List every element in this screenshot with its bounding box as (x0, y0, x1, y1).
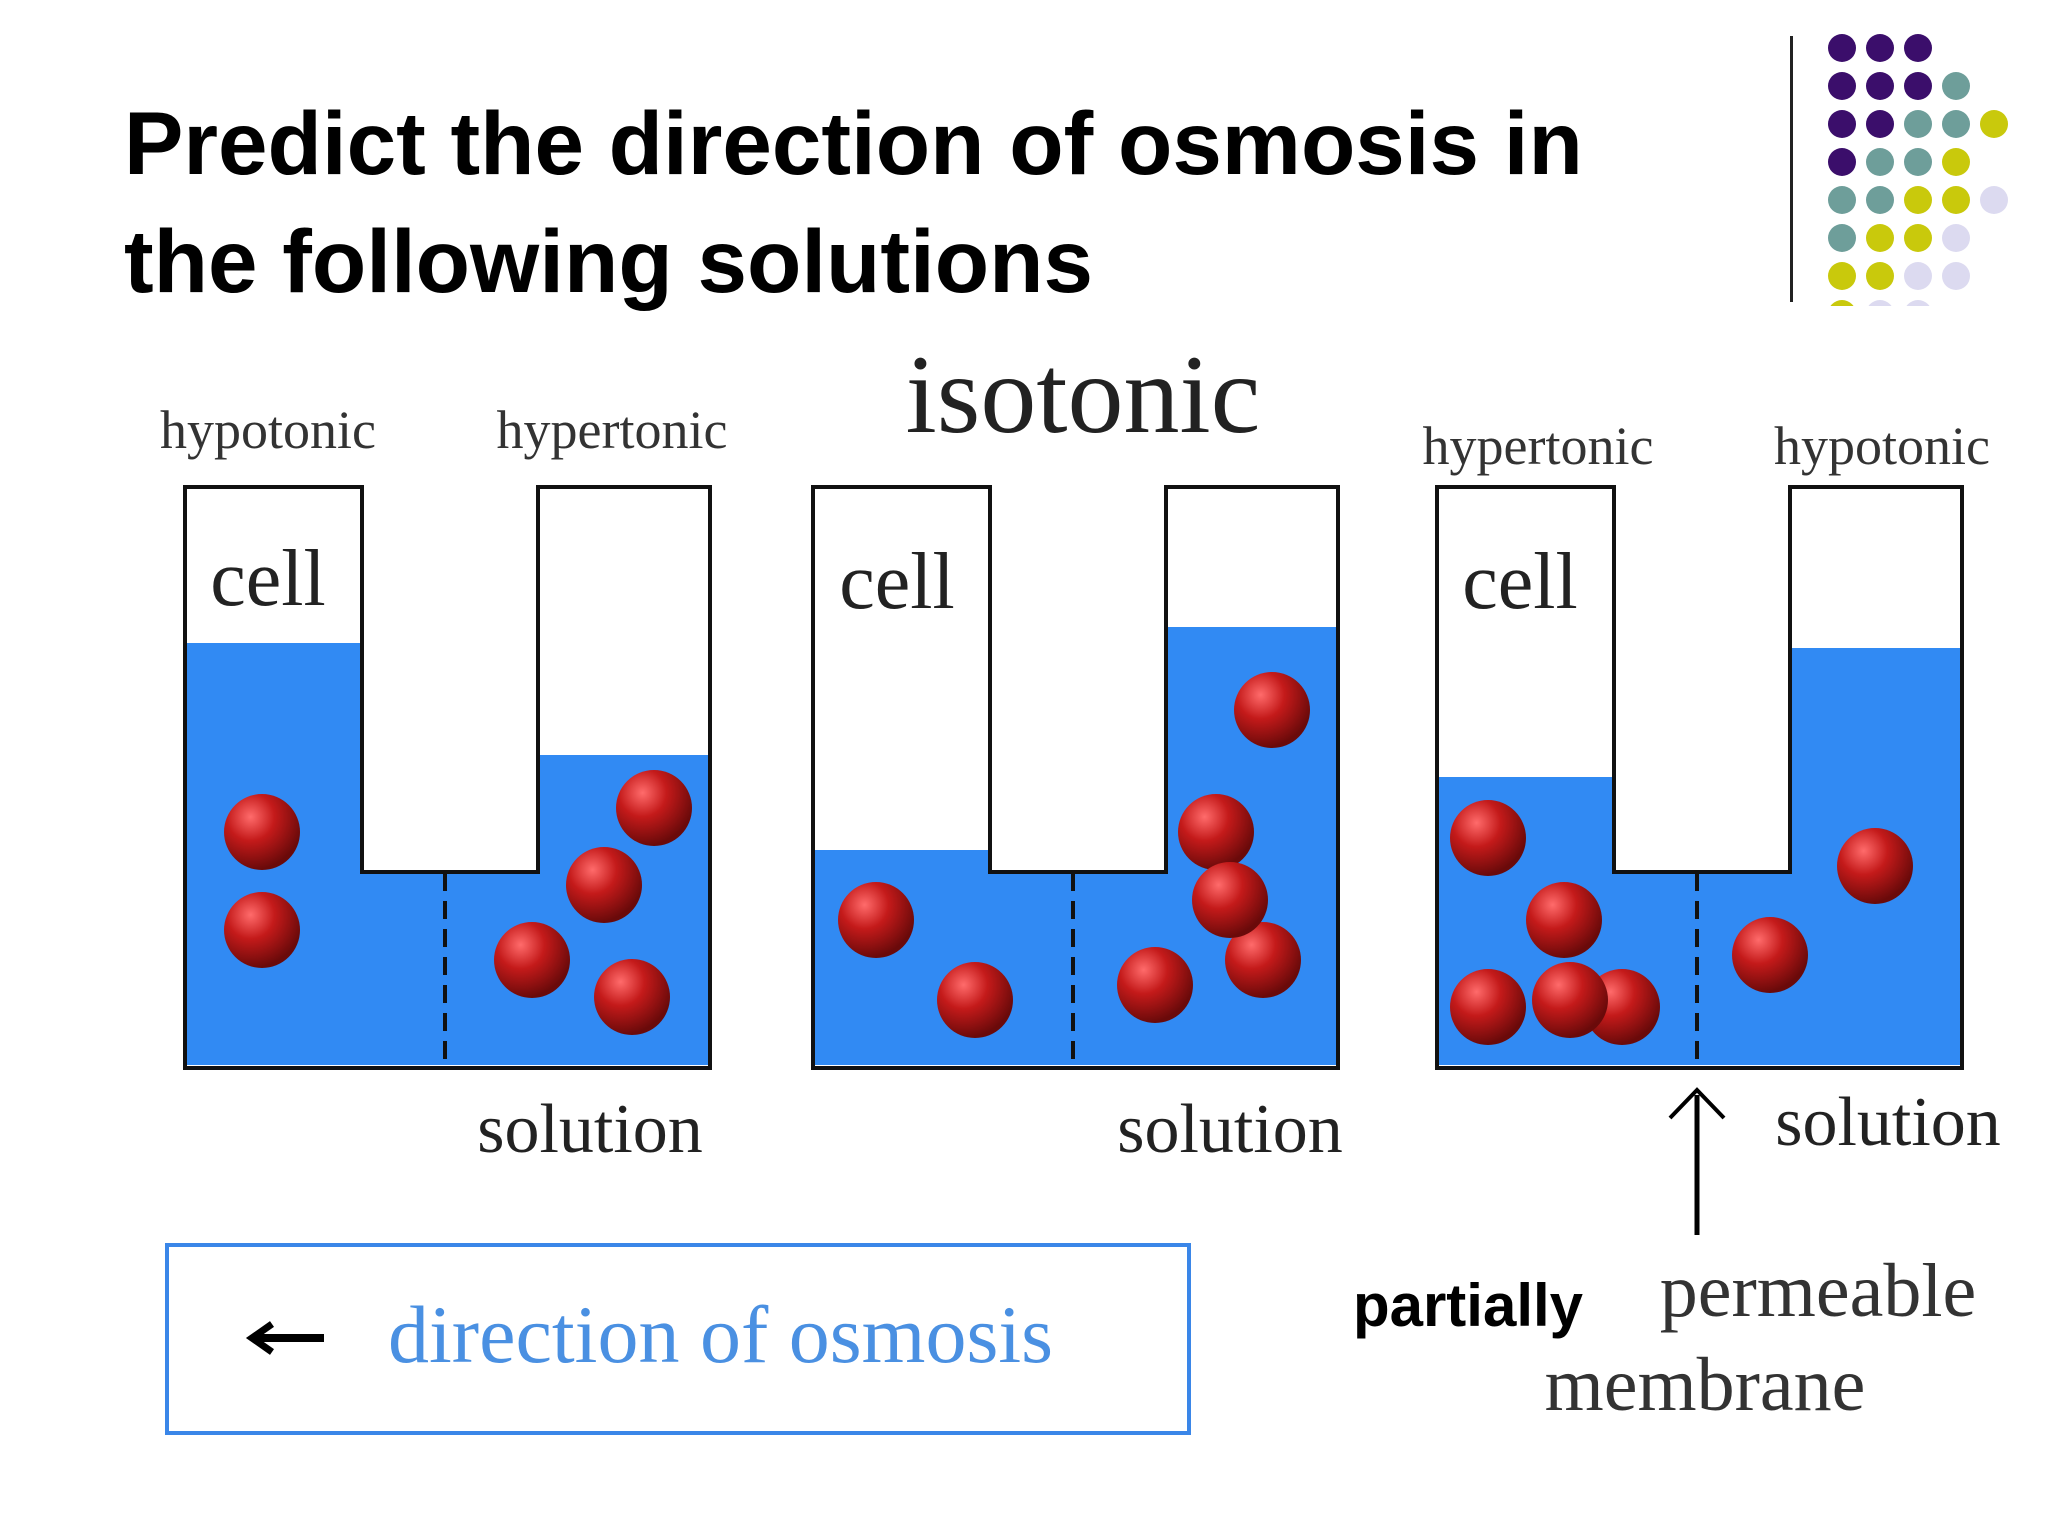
solute-particle (1532, 962, 1608, 1038)
solute-particle (594, 959, 670, 1035)
panel2-cell-label: cell (839, 538, 954, 626)
legend: direction of osmosis (165, 1243, 1191, 1435)
decorative-dot (1904, 262, 1932, 290)
panel-hypotonic-hypertonic: hypotonic hypertonic cell solution (160, 400, 727, 1168)
solute-particle (1234, 672, 1310, 748)
decorative-dot (1904, 148, 1932, 176)
decorative-dot (1904, 110, 1932, 138)
decorative-dot-grid (1824, 30, 2048, 306)
membrane-label-membrane: membrane (1545, 1343, 1866, 1427)
panel1-left-label: hypotonic (160, 400, 376, 460)
decorative-dot (1980, 110, 2008, 138)
decorative-dot (1866, 262, 1894, 290)
decorative-dot (1828, 262, 1856, 290)
legend-text: direction of osmosis (388, 1289, 1053, 1380)
solute-particle (566, 847, 642, 923)
solute-particle (224, 892, 300, 968)
decorative-dot (1866, 148, 1894, 176)
solute-particle (937, 962, 1013, 1038)
panel1-solution-label: solution (477, 1091, 703, 1168)
solute-particle (1732, 917, 1808, 993)
panel1-right-label: hypertonic (497, 400, 728, 460)
decorative-dot (1866, 34, 1894, 62)
decorative-dot (1828, 110, 1856, 138)
decorative-dot (1904, 186, 1932, 214)
panel3-solution-label: solution (1775, 1084, 2001, 1161)
decorative-dot (1828, 300, 1856, 306)
legend-box (165, 1243, 1191, 1435)
panel2-top-label: isotonic (906, 333, 1261, 457)
decorative-dot (1866, 72, 1894, 100)
panel2-solution-label: solution (1117, 1091, 1343, 1168)
decorative-dot (1866, 110, 1894, 138)
solute-particle (838, 882, 914, 958)
panel3-u-tube (1435, 485, 1964, 1070)
decorative-dot (1980, 186, 2008, 214)
solute-particle (616, 770, 692, 846)
panel3-left-label: hypertonic (1423, 416, 1654, 476)
solute-particle (1225, 922, 1301, 998)
solute-particle (494, 922, 570, 998)
membrane-label-permeable: permeable (1660, 1249, 1976, 1333)
decorative-dot (1866, 300, 1894, 306)
decorative-dot (1904, 224, 1932, 252)
panel-hypertonic-hypotonic: hypertonic hypotonic cell solution (1423, 416, 2001, 1161)
decorative-dot (1942, 186, 1970, 214)
slide-title: Predict the direction of osmosis in the … (124, 84, 1764, 320)
decorative-dot (1904, 300, 1932, 306)
decorative-dot (1828, 148, 1856, 176)
title-line-1: Predict the direction of osmosis in (124, 93, 1583, 193)
decorative-dot (1828, 34, 1856, 62)
solute-particle (1837, 828, 1913, 904)
decorative-dot (1866, 186, 1894, 214)
title-line-2: the following solutions (124, 211, 1094, 311)
solute-particle (1117, 947, 1193, 1023)
panel2-u-tube (811, 485, 1340, 1070)
panel3-right-label: hypotonic (1774, 416, 1990, 476)
panel1-cell-label: cell (210, 535, 325, 623)
decorative-dot (1942, 224, 1970, 252)
decorative-dot (1904, 72, 1932, 100)
decorative-dot (1942, 262, 1970, 290)
panel-isotonic: isotonic cell solution (811, 333, 1343, 1168)
up-arrow-icon (1668, 1087, 1726, 1235)
decorative-dot (1866, 224, 1894, 252)
decorative-dot (1942, 148, 1970, 176)
solute-particle (1450, 969, 1526, 1045)
solute-particle (1192, 862, 1268, 938)
decorative-dot (1828, 72, 1856, 100)
solute-particle (224, 794, 300, 870)
solute-particle (1526, 882, 1602, 958)
decorative-dot (1942, 110, 1970, 138)
decorative-dot (1828, 224, 1856, 252)
decorative-dot (1828, 186, 1856, 214)
solute-particle (1450, 800, 1526, 876)
title-divider (1790, 36, 1793, 302)
decorative-dot (1942, 72, 1970, 100)
panel3-cell-label: cell (1462, 538, 1577, 626)
left-arrow-icon (245, 1321, 324, 1355)
panel1-u-tube (183, 485, 712, 1070)
solute-particle (1178, 794, 1254, 870)
decorative-dot (1904, 34, 1932, 62)
membrane-label-partially: partially (1353, 1272, 1584, 1339)
